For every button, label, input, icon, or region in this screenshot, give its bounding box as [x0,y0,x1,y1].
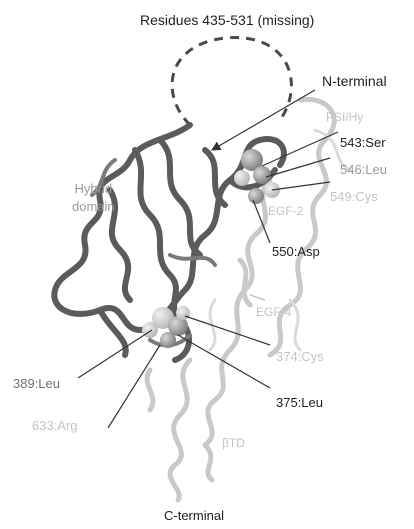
missing-residues-loop [172,38,291,125]
btd-domain-label: βTD [222,437,245,449]
n-terminal-label: N-terminal [322,74,387,88]
missing-loop-label: Residues 435-531 (missing) [140,13,314,27]
residue-375-leu-label: 375:Leu [276,396,323,409]
residue-389-leu-label: 389:Leu [13,377,60,390]
residue-374-cys-label: 374:Cys [276,350,324,363]
residue-546-leu-label: 546:Leu [340,163,387,176]
c-terminal-label: C-terminal [164,509,224,522]
residue-543-ser-label: 543:Ser [340,136,386,149]
psi-domain-label: PSI/Hy [326,111,363,123]
residue-550-asp-label: 550:Asp [272,245,320,258]
egf4-domain-label: EGF-4 [256,306,291,318]
hybrid-domain-label: Hybrid domain [72,180,115,215]
residue-549-cys-label: 549:Cys [330,190,378,203]
egf2-domain-label: EGF-2 [268,205,303,217]
residue-633-arg-label: 633:Arg [32,419,78,432]
